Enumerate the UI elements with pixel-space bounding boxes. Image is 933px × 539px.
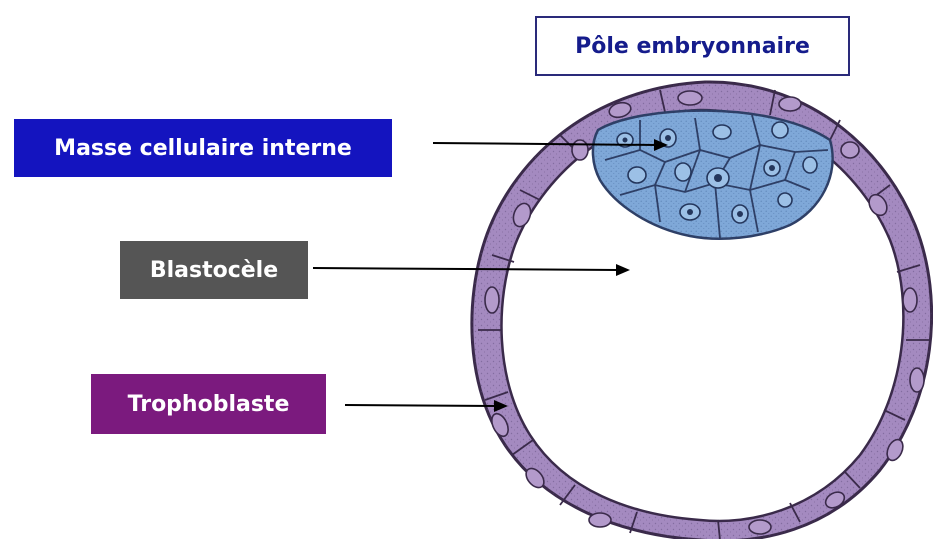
blastocele-label: Blastocèle: [120, 241, 308, 299]
pole-embryonnaire-label: Pôle embryonnaire: [535, 16, 850, 76]
masse-cellulaire-interne-label: Masse cellulaire interne: [14, 119, 392, 177]
trophoblaste-label: Trophoblaste: [91, 374, 326, 434]
